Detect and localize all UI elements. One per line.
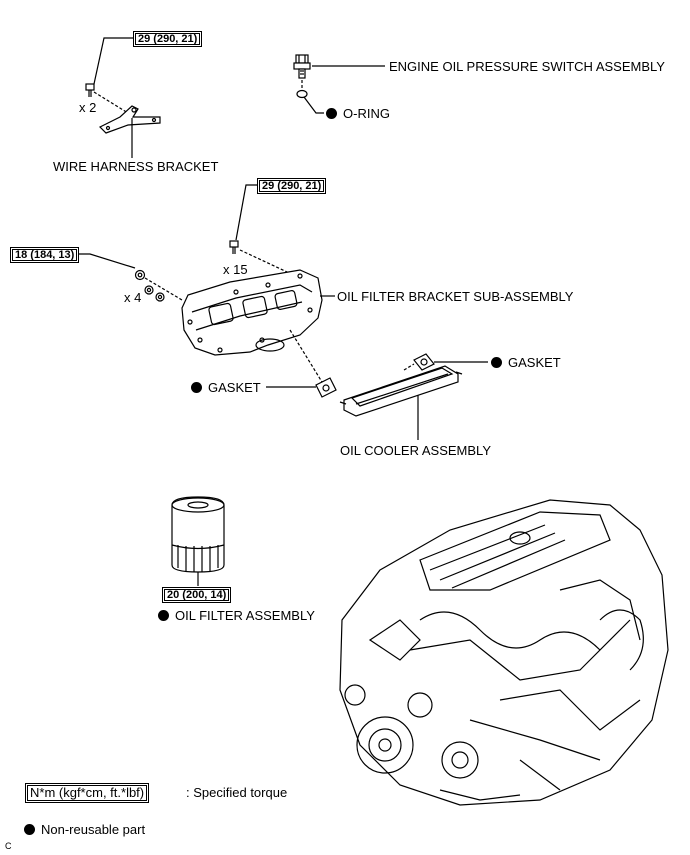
non-reusable-text: Non-reusable part bbox=[41, 822, 146, 837]
oil-filter-bracket-part bbox=[181, 269, 323, 356]
label-gasket-left: GASKET bbox=[191, 380, 261, 395]
non-reusable-dot-icon bbox=[191, 382, 202, 393]
non-reusable-dot-icon bbox=[491, 357, 502, 368]
leader-filter-bolt bbox=[235, 184, 257, 241]
label-oil-pressure-switch: ENGINE OIL PRESSURE SWITCH ASSEMBLY bbox=[389, 59, 665, 74]
label-oil-filter-bracket: OIL FILTER BRACKET SUB-ASSEMBLY bbox=[337, 289, 574, 304]
oil-filter-part bbox=[171, 496, 225, 573]
nut-washers bbox=[134, 269, 165, 302]
wire-harness-bracket-part bbox=[98, 105, 161, 134]
gasket-left-text: GASKET bbox=[208, 380, 261, 395]
oil-filter-text: OIL FILTER ASSEMBLY bbox=[175, 608, 315, 623]
gasket-right-part bbox=[413, 353, 435, 371]
torque-bracket-bolt: 29 (290, 21) bbox=[133, 31, 203, 47]
qty-filter-bracket-bolt: x 15 bbox=[223, 262, 248, 277]
engine-block-art bbox=[339, 499, 669, 806]
gasket-right-text: GASKET bbox=[508, 355, 561, 370]
oil-cooler-part bbox=[339, 365, 463, 417]
torque-oil-filter: 20 (200, 14) bbox=[162, 587, 232, 603]
leader-bracket-bolt bbox=[93, 37, 133, 85]
legend-torque-desc: : Specified torque bbox=[186, 785, 288, 800]
non-reusable-dot-icon bbox=[24, 824, 35, 835]
bolt-filter-bracket bbox=[229, 240, 239, 254]
leader-o-ring bbox=[303, 96, 324, 114]
qty-bracket-bolt: x 2 bbox=[79, 100, 97, 115]
oil-pressure-switch-part bbox=[293, 54, 311, 79]
label-o-ring: O-RING bbox=[326, 106, 390, 121]
non-reusable-dot-icon bbox=[158, 610, 169, 621]
legend-non-reusable: Non-reusable part bbox=[24, 822, 145, 837]
bolt-bracket bbox=[85, 83, 95, 97]
qty-filter-bracket-nut: x 4 bbox=[124, 290, 142, 305]
torque-filter-bracket-nut: 18 (184, 13) bbox=[10, 247, 80, 263]
o-ring-text: O-RING bbox=[343, 106, 390, 121]
label-gasket-right: GASKET bbox=[491, 355, 561, 370]
label-wire-harness-bracket: WIRE HARNESS BRACKET bbox=[53, 159, 219, 174]
corner-mark: C bbox=[5, 841, 12, 851]
legend-torque-unit: N*m (kgf*cm, ft.*lbf) bbox=[25, 783, 150, 803]
o-ring-part bbox=[296, 89, 308, 99]
non-reusable-dot-icon bbox=[326, 108, 337, 119]
label-oil-filter: OIL FILTER ASSEMBLY bbox=[158, 608, 315, 623]
label-oil-cooler: OIL COOLER ASSEMBLY bbox=[340, 443, 491, 458]
gasket-left-part bbox=[315, 377, 337, 398]
torque-filter-bracket-bolt: 29 (290, 21) bbox=[257, 178, 327, 194]
